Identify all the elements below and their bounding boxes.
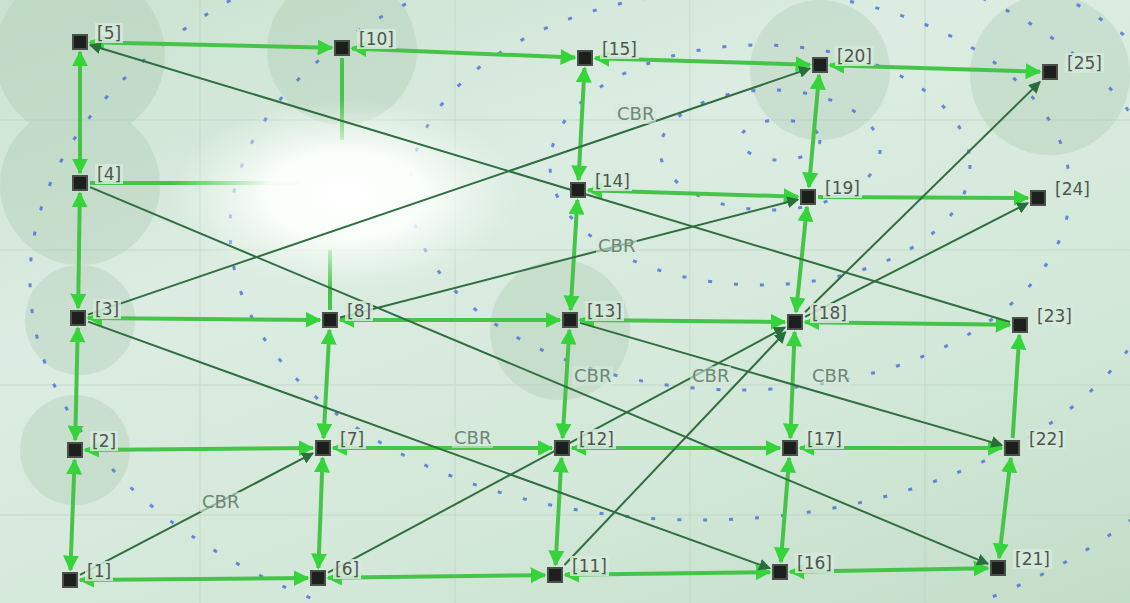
node-id-label: [22] — [1027, 429, 1066, 449]
network-node: [24] — [1030, 190, 1046, 206]
node-id-label: [23] — [1035, 306, 1074, 326]
photo-glare — [170, 100, 520, 290]
node-id-label: [2] — [90, 431, 118, 451]
node-id-label: [17] — [805, 429, 844, 449]
flow-line — [328, 327, 785, 572]
flow-line — [88, 322, 770, 569]
network-node: [14] — [570, 182, 586, 198]
flow-line — [80, 453, 313, 575]
link-line — [1013, 335, 1020, 438]
link-line — [88, 318, 320, 320]
link-line — [781, 458, 789, 562]
network-node: [16] — [772, 564, 788, 580]
link-line — [830, 65, 1040, 71]
wave-dots — [30, 0, 1130, 603]
network-node: [10] — [334, 40, 350, 56]
link-line — [80, 578, 308, 580]
node-id-label: [19] — [823, 178, 862, 198]
traffic-label: CBR — [200, 492, 241, 512]
network-node: [11] — [547, 567, 563, 583]
link-line — [75, 328, 78, 440]
flow-line — [88, 68, 810, 314]
node-id-label: [6] — [333, 559, 361, 579]
network-node: [2] — [67, 442, 83, 458]
node-id-label: [14] — [593, 171, 632, 191]
network-node: [13] — [562, 312, 578, 328]
network-node: [25] — [1042, 64, 1058, 80]
link-line — [324, 330, 330, 438]
node-id-label: [20] — [835, 46, 874, 66]
node-id-label: [25] — [1065, 53, 1104, 73]
link-line — [579, 68, 585, 180]
network-node: [19] — [800, 189, 816, 205]
network-node: [20] — [812, 57, 828, 73]
network-node: [17] — [782, 440, 798, 456]
node-id-label: [5] — [95, 23, 123, 43]
node-id-label: [21] — [1013, 549, 1052, 569]
node-id-label: [24] — [1053, 179, 1092, 199]
link-line — [78, 193, 80, 308]
network-node: [21] — [990, 560, 1006, 576]
node-id-label: [4] — [95, 164, 123, 184]
link-line — [85, 448, 313, 450]
link-line — [70, 460, 74, 570]
range-circles — [0, 0, 1130, 505]
flow-line — [805, 203, 1028, 317]
node-id-label: [12] — [577, 429, 616, 449]
network-node: [15] — [577, 50, 593, 66]
traffic-label: CBR — [452, 428, 493, 448]
link-line — [352, 48, 575, 57]
network-node: [18] — [787, 314, 803, 330]
link-line — [571, 200, 578, 310]
network-node: [7] — [315, 440, 331, 456]
network-node: [4] — [72, 175, 88, 191]
link-line — [78, 52, 82, 173]
link-line — [999, 458, 1011, 558]
flow-line — [564, 332, 785, 565]
traffic-label: CBR — [810, 366, 851, 386]
traffic-label: CBR — [690, 366, 731, 386]
flow-line — [90, 187, 988, 564]
link-line — [556, 458, 562, 565]
network-node: [3] — [70, 310, 86, 326]
flow-line — [805, 82, 1040, 312]
network-node: [1] — [62, 572, 78, 588]
node-id-label: [8] — [345, 301, 373, 321]
node-id-label: [18] — [810, 303, 849, 323]
flow-line — [340, 200, 798, 318]
traffic-label: CBR — [572, 366, 613, 386]
node-id-label: [3] — [93, 299, 121, 319]
network-node: [6] — [310, 570, 326, 586]
network-node: [8] — [322, 312, 338, 328]
flow-line — [90, 45, 1010, 322]
node-id-label: [15] — [600, 39, 639, 59]
traffic-label: CBR — [615, 104, 656, 124]
node-id-label: [11] — [570, 556, 609, 576]
link-line — [809, 75, 819, 187]
network-node: [23] — [1012, 317, 1028, 333]
link-line — [588, 190, 798, 196]
node-id-label: [7] — [338, 429, 366, 449]
traffic-label: CBR — [596, 236, 637, 256]
node-id-label: [1] — [85, 561, 113, 581]
network-node: [12] — [554, 440, 570, 456]
node-id-label: [13] — [585, 301, 624, 321]
link-line — [90, 42, 332, 48]
link-line — [595, 58, 810, 64]
link-line — [318, 458, 322, 568]
node-id-label: [10] — [357, 29, 396, 49]
link-line — [563, 330, 570, 438]
flow-line — [580, 323, 1002, 445]
node-id-label: [16] — [795, 553, 834, 573]
network-node: [5] — [72, 34, 88, 50]
network-node: [22] — [1004, 440, 1020, 456]
